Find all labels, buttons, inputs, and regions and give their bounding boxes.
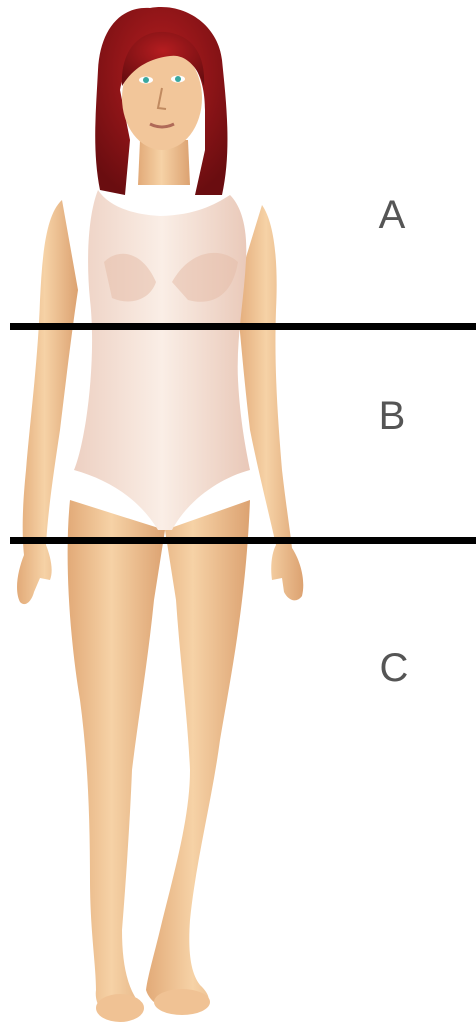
right-leg: [146, 500, 250, 1012]
right-iris: [175, 76, 181, 82]
zone-label-b: B: [362, 396, 422, 436]
left-foot: [96, 994, 144, 1022]
divider-line-upper: [10, 323, 476, 330]
left-leg: [68, 500, 165, 1018]
swimsuit: [74, 190, 250, 530]
zone-label-a: A: [362, 195, 422, 235]
zone-label-c: C: [364, 648, 424, 688]
left-iris: [143, 77, 149, 83]
divider-line-lower: [10, 537, 476, 544]
right-foot: [154, 989, 210, 1015]
